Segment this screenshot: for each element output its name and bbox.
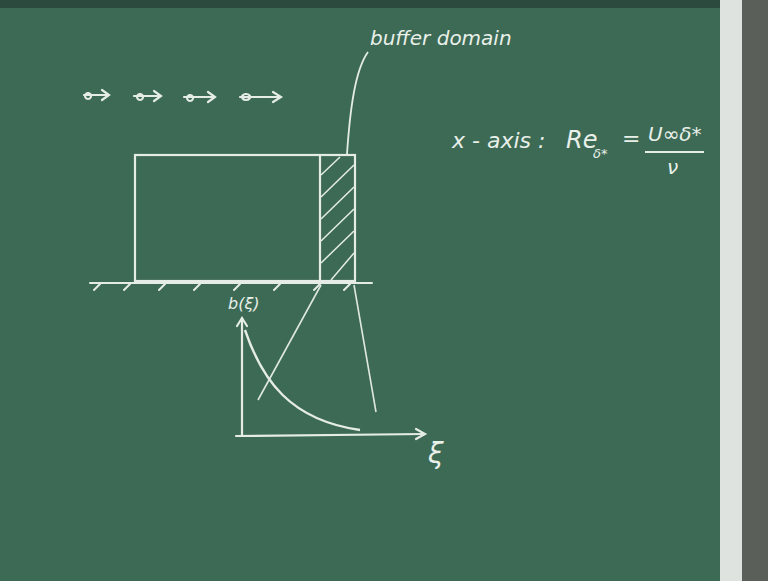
decay-curve [245, 330, 360, 430]
wall [742, 0, 768, 581]
equation-text: x - axis : [452, 130, 545, 152]
equation-text: Re [566, 128, 597, 152]
leader-line [347, 52, 368, 154]
equation-text: ν [667, 157, 678, 177]
wall-ground [90, 283, 372, 290]
region-label: buffer domain [370, 28, 512, 48]
buffer-hatching [321, 157, 354, 280]
board-top-edge [0, 0, 768, 8]
graph-axes [236, 318, 425, 439]
axis-label: ξ [428, 440, 444, 468]
flow-arrows [84, 90, 281, 102]
equation-text: U∞δ* [648, 124, 702, 144]
axis-label: b(ξ) [228, 296, 260, 312]
equation-subscript: δ* [593, 147, 607, 160]
domain-box [135, 155, 355, 281]
equation-text: = [622, 128, 640, 150]
board-frame [720, 0, 742, 581]
zoom-lines [258, 285, 376, 412]
fraction-bar [645, 151, 704, 153]
